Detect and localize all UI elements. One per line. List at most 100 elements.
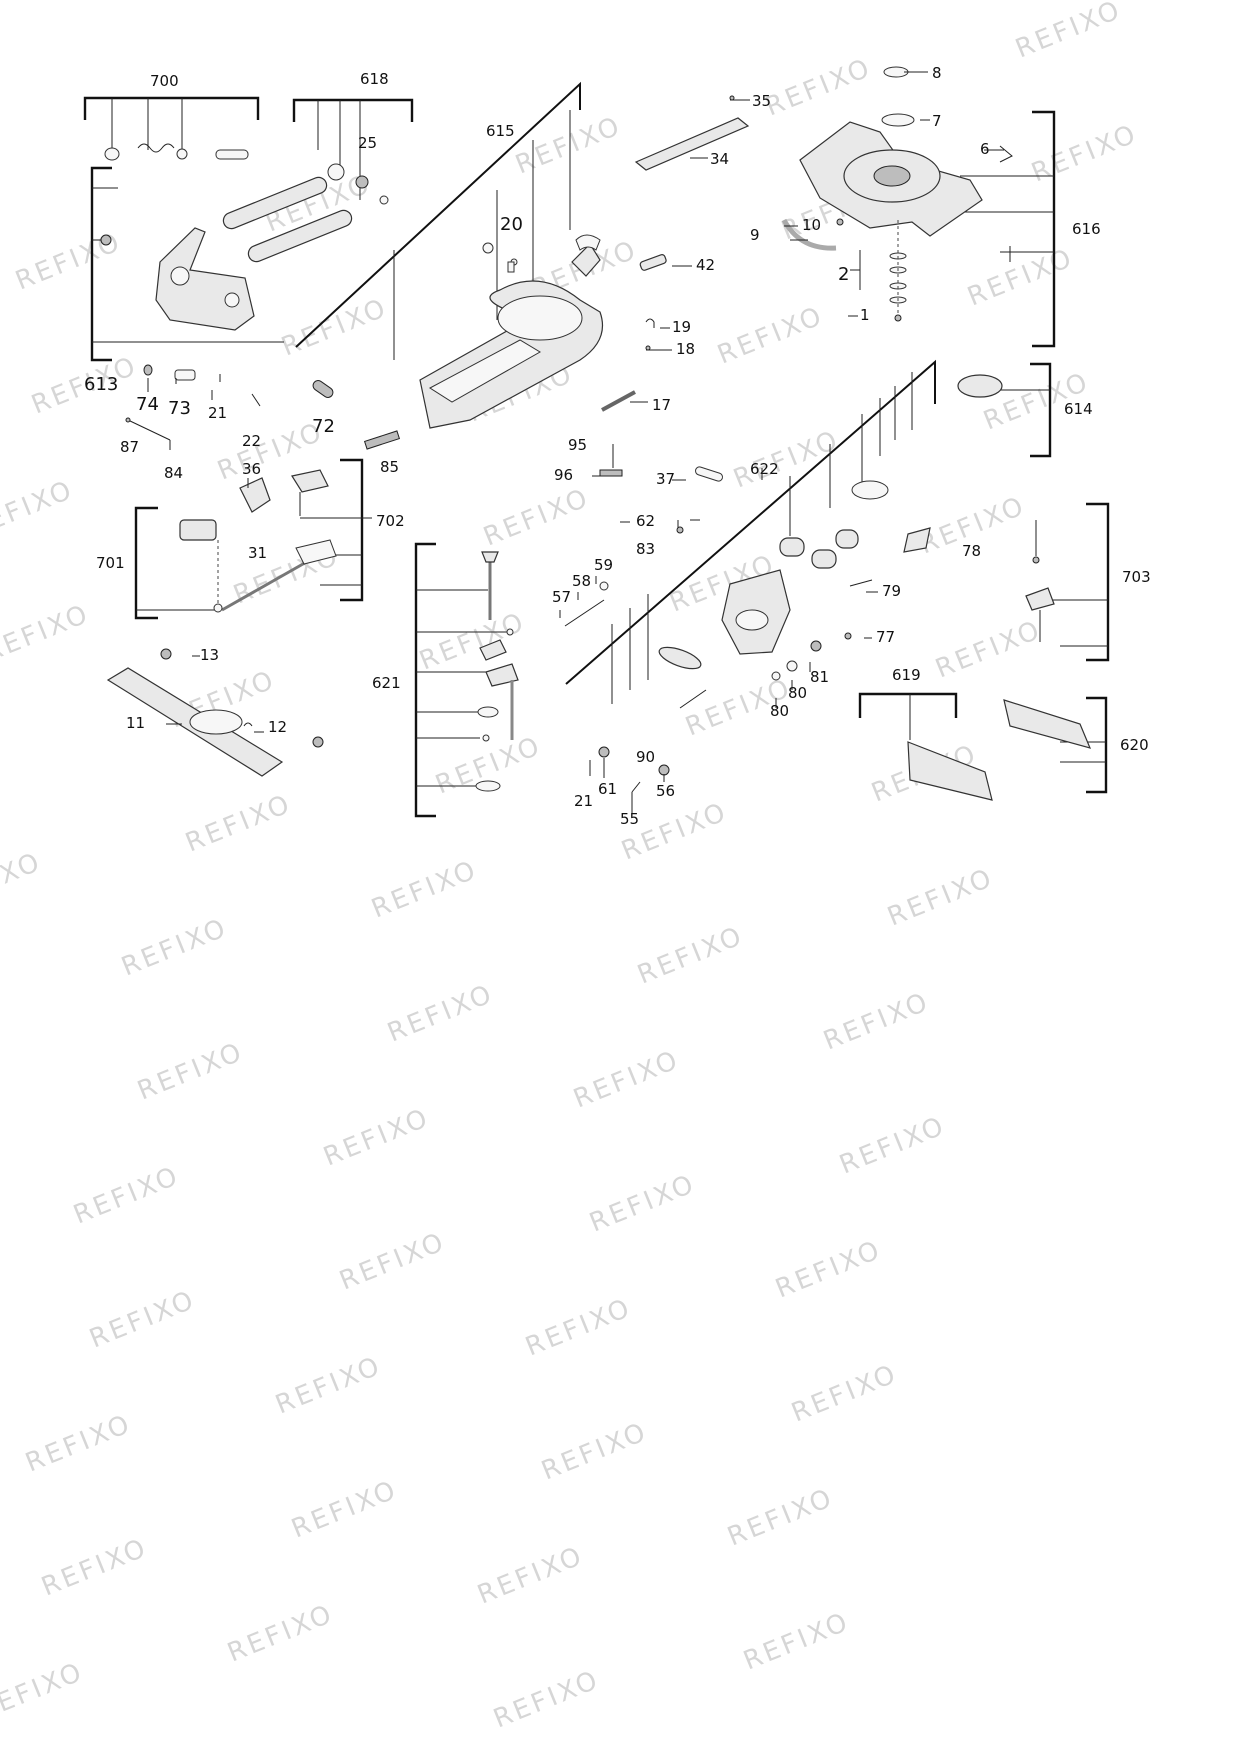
callout-77: 77: [876, 628, 895, 646]
callout-22: 22: [242, 432, 261, 450]
callout-702: 702: [376, 512, 405, 530]
fence-cap: [571, 243, 601, 277]
callout-57: 57: [552, 588, 571, 606]
bracket-701: [134, 506, 158, 620]
watermark-text: REFIXO: [963, 243, 1078, 313]
bracket-614: [1030, 362, 1052, 458]
parts-layer: [100, 66, 1092, 818]
callout-25: 25: [358, 134, 377, 152]
rail-upper: [222, 176, 328, 230]
callout-61: 61: [598, 780, 617, 798]
guard-620: [1003, 699, 1092, 749]
callout-59: 59: [594, 556, 613, 574]
watermark-text: REFIXO: [0, 1657, 88, 1727]
watermark-text: REFIXO: [0, 475, 78, 545]
callout-703: 703: [1122, 568, 1151, 586]
callout-614: 614: [1064, 400, 1093, 418]
watermark-text: REFIXO: [633, 921, 748, 991]
watermark-text: REFIXO: [37, 1533, 152, 1603]
callout-labels: 700 618 615 25 20 35 34 8 7 6 616 10 9 2…: [84, 64, 1151, 828]
callout-12: 12: [268, 718, 287, 736]
watermark-text: REFIXO: [319, 1103, 434, 1173]
callout-8: 8: [932, 64, 942, 82]
callout-619: 619: [892, 666, 921, 684]
callout-74: 74: [136, 394, 159, 415]
head-bracket: [155, 227, 255, 331]
watermark-text: REFIXO: [117, 913, 232, 983]
watermark-text: REFIXO: [85, 1285, 200, 1355]
spring-part: [137, 143, 175, 153]
bracket-620: [1086, 696, 1108, 794]
callout-72: 72: [312, 416, 335, 437]
watermark-text: REFIXO: [271, 1351, 386, 1421]
watermark-text: REFIXO: [1027, 119, 1142, 189]
watermark-text: REFIXO: [511, 111, 626, 181]
bracket-700: [83, 96, 260, 120]
watermark-text: REFIXO: [473, 1541, 588, 1611]
callout-leaders: [147, 71, 1004, 812]
watermark-text: REFIXO: [0, 599, 94, 669]
watermark-text: REFIXO: [383, 979, 498, 1049]
watermark-text: REFIXO: [181, 789, 296, 859]
callout-84: 84: [164, 464, 183, 482]
watermark-text: REFIXO: [367, 855, 482, 925]
callout-9: 9: [750, 226, 760, 244]
callout-35: 35: [752, 92, 771, 110]
bracket-615: [295, 81, 581, 348]
callout-700: 700: [150, 72, 179, 90]
callout-621: 621: [372, 674, 401, 692]
callout-56: 56: [656, 782, 675, 800]
washer-part: [176, 148, 188, 160]
callout-80a: 80: [788, 684, 807, 702]
callout-11: 11: [126, 714, 145, 732]
bracket-616: [1032, 110, 1056, 348]
watermark-text: REFIXO: [479, 483, 594, 553]
callout-34: 34: [710, 150, 729, 168]
watermark-text: REFIXO: [223, 1599, 338, 1669]
callout-618: 618: [360, 70, 389, 88]
bracket-613: [90, 166, 112, 362]
knob-614: [957, 374, 1003, 398]
watermark-text: REFIXO: [883, 863, 998, 933]
callout-55: 55: [620, 810, 639, 828]
callout-613: 613: [84, 374, 118, 395]
bracket-621: [414, 542, 436, 818]
watermark-text: REFIXO: [335, 1227, 450, 1297]
callout-21a: 21: [208, 404, 227, 422]
callout-96: 96: [554, 466, 573, 484]
watermark-text: REFIXO: [585, 1169, 700, 1239]
watermark-text: REFIXO: [287, 1475, 402, 1545]
bracket-618: [292, 98, 414, 122]
watermark-text: REFIXO: [819, 987, 934, 1057]
watermark-text: REFIXO: [0, 847, 46, 917]
watermark-text: REFIXO: [771, 1235, 886, 1305]
callout-701: 701: [96, 554, 125, 572]
callout-78: 78: [962, 542, 981, 560]
watermark-text: REFIXO: [739, 1607, 854, 1677]
watermark-text: REFIXO: [521, 1293, 636, 1363]
bracket-619: [858, 692, 958, 718]
watermark-text: REFIXO: [729, 425, 844, 495]
watermark-text: REFIXO: [723, 1483, 838, 1553]
spring-72: [312, 380, 334, 398]
callout-6: 6: [980, 140, 990, 158]
callout-620: 620: [1120, 736, 1149, 754]
bracket-703: [1086, 502, 1110, 662]
callout-7: 7: [932, 112, 942, 130]
callout-90: 90: [636, 748, 655, 766]
knob-part: [327, 163, 345, 181]
bracket-702: [340, 458, 364, 602]
callout-615: 615: [486, 122, 515, 140]
callout-80b: 80: [770, 702, 789, 720]
watermark-text: REFIXO: [835, 1111, 950, 1181]
watermark-text: REFIXO: [617, 797, 732, 867]
oring-part: [143, 364, 153, 376]
callout-622: 622: [750, 460, 779, 478]
watermark-text: REFIXO: [21, 1409, 136, 1479]
guard-619: [907, 741, 993, 801]
callout-37: 37: [656, 470, 675, 488]
callout-13: 13: [200, 646, 219, 664]
callout-31: 31: [248, 544, 267, 562]
callout-1: 1: [860, 306, 870, 324]
